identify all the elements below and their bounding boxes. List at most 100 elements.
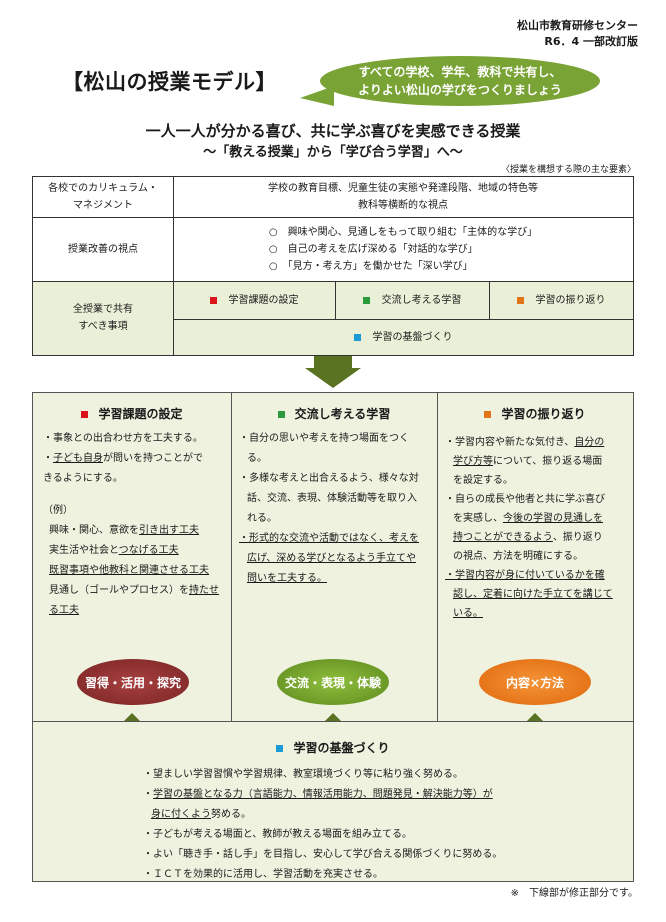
column-task-setting-label: 学習課題の設定 — [98, 407, 183, 421]
footer-note: ※ 下線部が修正部分です。 — [510, 888, 638, 899]
item-foundation: 学習の基盤づくり — [173, 319, 633, 355]
subtitle-main: 一人一人が分かる喜び、共に学ぶ喜びを実感できる授業 — [145, 122, 521, 140]
col2-bullet-3-cont: 広げ、深める学びとなるよう手立てや — [247, 553, 416, 564]
column-exchange-title: 交流し考える学習 — [231, 405, 437, 422]
point-2: ○ 自己の考えを広げ深める「対話的な学び」 — [268, 243, 478, 255]
col3-bullet-1-cont: 学び方等について、振り返る場面 — [453, 456, 603, 467]
item-reflection-label: 学習の振り返り — [535, 294, 606, 306]
item-task-setting: 学習課題の設定 — [173, 281, 335, 319]
row-divider — [33, 217, 633, 218]
curriculum-text: 学校の教育目標、児童生徒の実態や発達段階、地域の特色等 教科等横断的な視点 — [173, 177, 633, 217]
model-detail-panel: 学習課題の設定 ・事象との出合わせ方を工夫する。 ・子ども自身が問いを持つことが… — [32, 392, 634, 882]
green-square-icon — [277, 411, 285, 418]
column-divider — [173, 177, 174, 355]
curriculum-label-line-2: マネジメント — [73, 200, 133, 211]
col1-example-1: 興味・関心、意欲を引き出す工夫 — [49, 525, 199, 536]
col2-bullet-2: ・多様な考えと出合えるよう、様々な対 — [239, 473, 419, 484]
organization-header: 松山市教育研修センター R6．4 一部改訂版 — [517, 18, 638, 50]
column-task-setting-title: 学習課題の設定 — [33, 405, 231, 422]
foundation-item-2-cont: 身に付くよう努める。 — [151, 809, 251, 820]
shared-items-label: 全授業で共有 すべき事項 — [33, 281, 173, 355]
bubble-line-1: すべての学校、学年、教科で共有し、 — [358, 65, 562, 79]
curriculum-label: 各校でのカリキュラム・ マネジメント — [33, 177, 173, 217]
col2-bullet-3: ・形式的な交流や活動ではなく、考えを — [239, 533, 419, 544]
col1-example-2: 実生活や社会とつなげる工夫 — [49, 545, 179, 556]
foundation-item-3: ・子どもが考える場面と、教師が教える場面を組み立てる。 — [143, 829, 412, 840]
speech-bubble: すべての学校、学年、教科で共有し、 よりよい松山の学びをつくりましょう — [320, 56, 600, 106]
speech-bubble-tail — [300, 86, 334, 106]
col3-bullet-1-cont2: を設定する。 — [453, 475, 513, 486]
subtitle-secondary: ～「教える授業」から「学び合う学習」へ～ — [203, 145, 463, 160]
col3-bullet-3-cont2: いる。 — [453, 608, 483, 619]
improvement-points: ○ 興味や関心、見通しをもって取り組む「主体的な学び」 ○ 自己の考えを広げ深め… — [173, 217, 633, 281]
column-reflection-body: ・学習内容や新たな気付き、自分の 学び方等について、振り返る場面 を設定する。 … — [445, 433, 631, 623]
item-reflection: 学習の振り返り — [489, 281, 633, 319]
shared-items-label-line-2: すべき事項 — [78, 321, 128, 332]
column-divider — [489, 281, 490, 319]
foundation-item-1: ・望ましい学習習慣や学習規律、教室環境づくり等に粘り強く努める。 — [143, 769, 463, 780]
col3-bullet-2-cont2: 持つことができるよう、振り返り — [453, 532, 603, 543]
col2-bullet-1: ・自分の思いや考えを持つ場面をつく — [239, 433, 409, 444]
bubble-line-2: よりよい松山の学びをつくりましょう — [358, 83, 562, 97]
col2-bullet-2-cont: 話、交流、表現、体験活動等を取り入 — [247, 493, 417, 504]
oval-acquire-apply-explore: 習得・活用・探究 — [77, 659, 189, 705]
col3-bullet-3-cont: 認し、定着に向けた手立てを講じて — [453, 589, 613, 600]
column-divider — [335, 281, 336, 319]
item-foundation-label: 学習の基盤づくり — [372, 331, 453, 343]
orange-square-icon — [516, 296, 524, 304]
col1-example-4-cont: る工夫 — [49, 605, 79, 616]
up-arrow-icon — [124, 713, 140, 721]
col1-example-3: 既習事項や他教科と関連させる工夫 — [49, 565, 209, 576]
item-exchange-learning-label: 交流し考える学習 — [381, 294, 462, 306]
col1-bullet-2: ・子ども自身が問いを持つことがで — [43, 453, 203, 464]
column-reflection-title: 学習の振り返り — [437, 405, 633, 422]
item-task-setting-label: 学習課題の設定 — [228, 294, 299, 306]
item-exchange-learning: 交流し考える学習 — [335, 281, 489, 319]
up-arrow-icon — [527, 713, 543, 721]
column-divider — [437, 393, 438, 721]
blue-square-icon — [353, 333, 361, 341]
column-exchange-body: ・自分の思いや考えを持つ場面をつく る。 ・多様な考えと出合えるよう、様々な対 … — [239, 429, 435, 589]
foundation-item-5: ・ＩＣＴを効果的に活用し、学習活動を充実させる。 — [143, 869, 383, 880]
curriculum-text-line-1: 学校の教育目標、児童生徒の実態や発達段階、地域の特色等 — [268, 183, 538, 194]
col1-example-label: （例） — [43, 505, 73, 516]
col1-bullet-1: ・事象との出合わせ方を工夫する。 — [43, 433, 203, 444]
red-square-icon — [81, 411, 89, 418]
row-divider — [33, 281, 633, 282]
foundation-list: ・望ましい学習習慣や学習規律、教室環境づくり等に粘り強く努める。 ・学習の基盤と… — [143, 765, 502, 885]
section-divider — [33, 721, 633, 722]
shared-items-row-bg — [33, 281, 633, 355]
column-reflection-label: 学習の振り返り — [501, 407, 586, 421]
foundation-title: 学習の基盤づくり — [33, 739, 633, 756]
up-arrow-icon — [325, 713, 341, 721]
shared-items-label-line-1: 全授業で共有 — [73, 304, 133, 315]
col1-bullet-2-cont: きるようにする。 — [43, 473, 123, 484]
col3-bullet-1: ・学習内容や新たな気付き、自分の — [445, 437, 605, 448]
blue-square-icon — [276, 745, 284, 752]
col3-bullet-2-cont: を実感し、今後の学習の見通しを — [453, 513, 603, 524]
foundation-item-2: ・学習の基盤となる力（言語能力、情報活用能力、問題発見・解決能力等）が — [143, 789, 493, 800]
point-1: ○ 興味や関心、見通しをもって取り組む「主体的な学び」 — [268, 226, 538, 238]
down-arrow-icon — [314, 356, 352, 370]
column-divider — [231, 393, 232, 721]
point-3: ○ 「見方・考え方」を働かせた「深い学び」 — [268, 260, 473, 272]
col1-example-4: 見通し（ゴールやプロセス）を持たせ — [49, 585, 219, 596]
organization-name: 松山市教育研修センター — [517, 19, 638, 32]
improvement-label: 授業改善の視点 — [68, 243, 138, 255]
col2-bullet-2-cont2: れる。 — [247, 513, 277, 524]
page-title: 【松山の授業モデル】 — [62, 70, 277, 94]
col3-bullet-2: ・自らの成長や他者と共に学ぶ喜び — [445, 494, 605, 505]
curriculum-label-line-1: 各校でのカリキュラム・ — [48, 183, 158, 194]
row-divider — [173, 319, 633, 320]
elements-table: 各校でのカリキュラム・ マネジメント 学校の教育目標、児童生徒の実態や発達段階、… — [32, 176, 634, 356]
red-square-icon — [209, 296, 217, 304]
green-square-icon — [362, 296, 370, 304]
elements-note: 〈授業を構想する際の主な要素〉 — [500, 165, 636, 175]
revision-label: R6．4 一部改訂版 — [544, 35, 638, 48]
column-task-setting-body: ・事象との出合わせ方を工夫する。 ・子ども自身が問いを持つことがで きるようにす… — [43, 429, 227, 621]
col3-bullet-2-cont3: の視点、方法を明確にする。 — [453, 551, 584, 562]
oval-content-method: 内容×方法 — [479, 659, 591, 705]
foundation-item-4: ・よい「聴き手・話し手」を目指し、安心して学び合える関係づくりに努める。 — [143, 849, 503, 860]
col2-bullet-3-cont2: 問いを工夫する。 — [247, 573, 327, 584]
foundation-title-label: 学習の基盤づくり — [293, 741, 390, 755]
